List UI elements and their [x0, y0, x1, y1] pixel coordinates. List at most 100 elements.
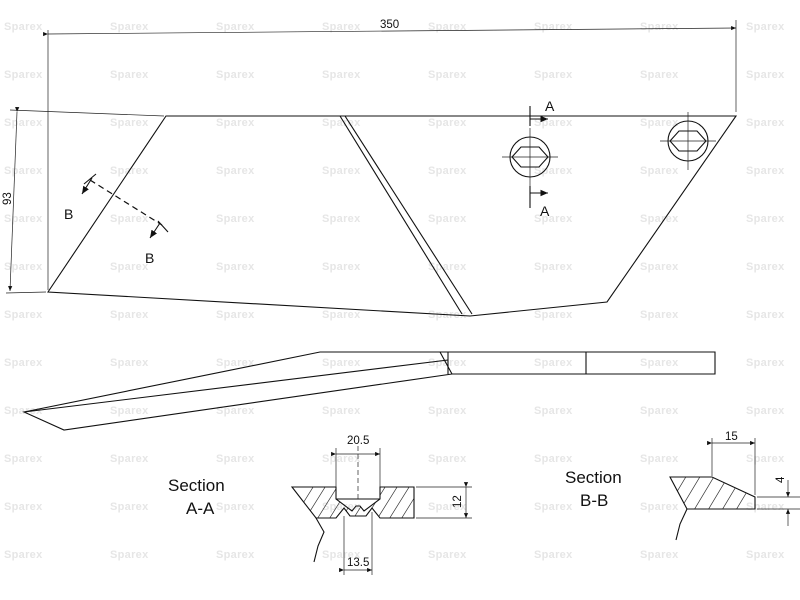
watermark-text: Sparex — [640, 213, 679, 225]
watermark-text: Sparex — [640, 309, 679, 321]
watermark-text: Sparex — [110, 261, 149, 273]
watermark-text: Sparex — [322, 261, 361, 273]
watermark-text: Sparex — [322, 213, 361, 225]
watermark-text: Sparex — [110, 405, 149, 417]
watermark-text: Sparex — [746, 405, 785, 417]
watermark-text: Sparex — [216, 117, 255, 129]
watermark-text: Sparex — [4, 501, 43, 513]
watermark-text: Sparex — [428, 453, 467, 465]
watermark-text: Sparex — [534, 261, 573, 273]
watermark-text: Sparex — [640, 165, 679, 177]
section-b-name: B-B — [580, 491, 608, 510]
section-a-name: A-A — [186, 499, 215, 518]
watermark-text: Sparex — [746, 357, 785, 369]
watermark-text: Sparex — [110, 453, 149, 465]
watermark-text: Sparex — [534, 309, 573, 321]
dim-4: 4 — [775, 476, 787, 483]
watermark-text: Sparex — [216, 165, 255, 177]
watermark-text: Sparex — [640, 357, 679, 369]
dim-20-5: 20.5 — [347, 435, 369, 447]
watermark-text: Sparex — [216, 309, 255, 321]
watermark-text: Sparex — [640, 405, 679, 417]
section-b-cut-line — [81, 173, 169, 239]
watermark-text: Sparex — [322, 453, 361, 465]
watermark-text: Sparex — [428, 261, 467, 273]
marker-a-top: A — [545, 98, 555, 114]
watermark-text: Sparex — [4, 261, 43, 273]
side-view — [22, 351, 716, 431]
watermark-text: Sparex — [4, 357, 43, 369]
watermark-text: Sparex — [4, 405, 43, 417]
watermark-text: Sparex — [322, 405, 361, 417]
watermark-text: Sparex — [110, 21, 149, 33]
dim-15: 15 — [725, 431, 738, 443]
watermark-text: Sparex — [322, 69, 361, 81]
watermark-text: Sparex — [216, 213, 255, 225]
watermark-text: Sparex — [534, 405, 573, 417]
watermark-text: Sparex — [534, 165, 573, 177]
section-b-title: Section — [565, 468, 622, 487]
watermark-text: Sparex — [110, 69, 149, 81]
watermark-text: Sparex — [746, 501, 785, 513]
watermark-text: Sparex — [746, 261, 785, 273]
watermark-text: Sparex — [110, 549, 149, 561]
watermark-text: Sparex — [428, 69, 467, 81]
dim-13-5: 13.5 — [347, 557, 369, 569]
watermark-text: Sparex — [4, 309, 43, 321]
section-a-title: Section — [168, 476, 225, 495]
watermark-text: Sparex — [110, 357, 149, 369]
watermark-text: Sparex — [216, 405, 255, 417]
watermark-text: Sparex — [216, 549, 255, 561]
watermark-text: Sparex — [110, 501, 149, 513]
watermark-text: Sparex — [746, 213, 785, 225]
watermark-text: Sparex — [534, 549, 573, 561]
watermark-text: Sparex — [216, 21, 255, 33]
watermark-text: Sparex — [110, 117, 149, 129]
watermark-text: Sparex — [428, 501, 467, 513]
watermark-text: Sparex — [534, 453, 573, 465]
bolt-hole-a — [502, 128, 558, 186]
watermark-text: Sparex — [428, 405, 467, 417]
marker-b-left: B — [64, 206, 73, 222]
section-b-b: 15 4 — [669, 431, 800, 541]
watermark-text: Sparex — [746, 453, 785, 465]
watermark-text: Sparex — [640, 549, 679, 561]
watermark-text: Sparex — [216, 261, 255, 273]
watermark-text: Sparex — [4, 165, 43, 177]
watermark-text: Sparex — [322, 357, 361, 369]
watermark-text: Sparex — [110, 309, 149, 321]
marker-b-right: B — [145, 250, 154, 266]
watermark-text: Sparex — [640, 261, 679, 273]
watermark-text: Sparex — [534, 213, 573, 225]
watermark-text: Sparex — [4, 453, 43, 465]
watermark-text: Sparex — [428, 213, 467, 225]
watermark-text: Sparex — [322, 549, 361, 561]
watermark-text: Sparex — [746, 309, 785, 321]
watermark-text: Sparex — [4, 117, 43, 129]
watermark-text: Sparex — [4, 213, 43, 225]
watermark-text: Sparex — [4, 69, 43, 81]
watermark-text: Sparex — [534, 357, 573, 369]
top-view: A A B B 350 93 — [2, 19, 738, 317]
watermark-text: Sparex — [640, 501, 679, 513]
watermark-text: Sparex — [746, 21, 785, 33]
watermark-text: Sparex — [216, 357, 255, 369]
watermark-text: Sparex — [534, 501, 573, 513]
watermark-text: Sparex — [534, 69, 573, 81]
watermark-text: Sparex — [322, 165, 361, 177]
watermark-text: Sparex — [534, 21, 573, 33]
height-dimension — [5, 107, 165, 294]
watermark-text: Sparex — [428, 165, 467, 177]
bolt-hole-b — [660, 112, 716, 170]
watermark-text: Sparex — [216, 69, 255, 81]
dim-12: 12 — [452, 495, 464, 508]
blade-outline — [47, 115, 738, 317]
section-a-cut-marker — [529, 106, 548, 208]
watermark-text: Sparex — [428, 21, 467, 33]
watermark-text: Sparex — [640, 453, 679, 465]
watermark-text: Sparex — [216, 453, 255, 465]
watermark-text: Sparex — [640, 21, 679, 33]
watermark-text: Sparex — [640, 117, 679, 129]
